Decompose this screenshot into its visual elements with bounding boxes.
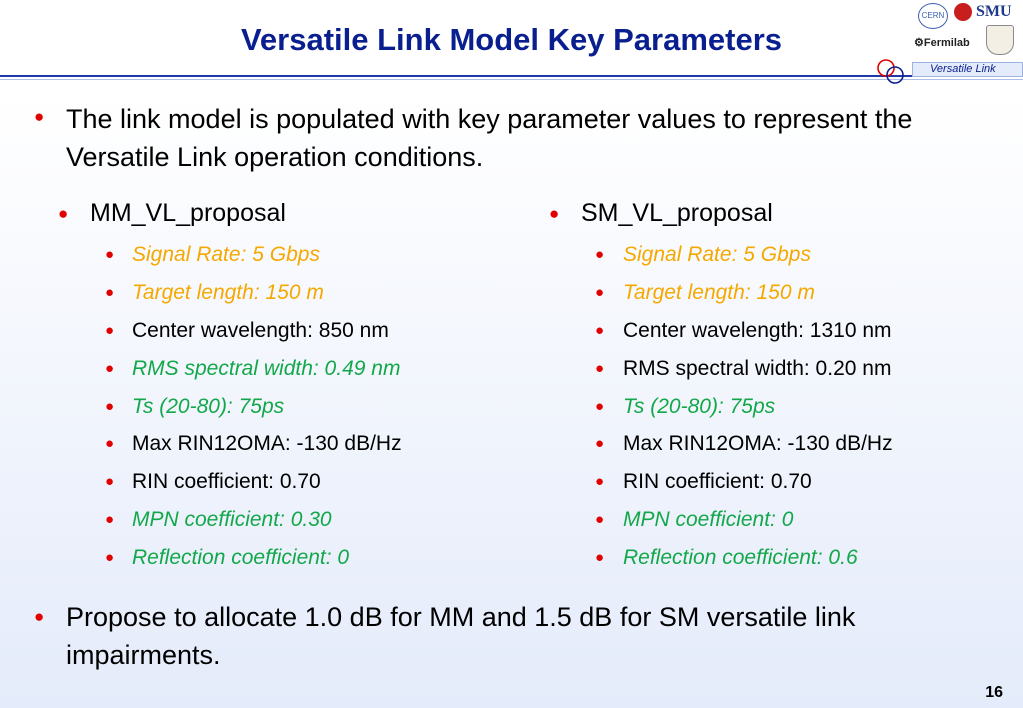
fermilab-logo: ⚙Fermilab [914,36,970,49]
institution-logos: CERN SMU ⚙Fermilab [912,0,1020,56]
list-item: Center wavelength: 850 nm [132,319,389,342]
list-item: Center wavelength: 1310 nm [623,319,892,342]
list-bullet-icon: ● [105,473,115,490]
list-bullet-icon: ● [105,246,115,263]
list-item: Reflection coefficient: 0 [132,546,350,569]
list-bullet-icon: ● [595,322,605,339]
list-bullet-icon: ● [595,246,605,263]
oxford-shield-icon [986,25,1014,55]
list-bullet-icon: ● [595,360,605,377]
list-item: Reflection coefficient: 0.6 [623,546,858,569]
list-bullet-icon: ● [105,360,115,377]
list-item: Ts (20-80): 75ps [132,395,285,418]
list-bullet-icon: ● [595,435,605,452]
smu-seal-icon [954,3,972,21]
intro-bullet-icon: ● [34,107,45,126]
fermilab-logo-text: Fermilab [923,37,970,49]
sm-heading-bullet-icon: ● [549,204,560,223]
list-bullet-icon: ● [595,398,605,415]
list-bullet-icon: ● [595,473,605,490]
list-item: RIN coefficient: 0.70 [623,470,812,493]
fermilab-gear-icon: ⚙ [914,37,924,49]
header-rule [0,75,1023,77]
list-item: Max RIN12OMA: -130 dB/Hz [623,432,893,455]
list-item: Target length: 150 m [132,281,324,304]
list-bullet-icon: ● [105,398,115,415]
slide-title: Versatile Link Model Key Parameters [240,22,783,57]
list-item: Signal Rate: 5 Gbps [132,243,320,266]
closing-bullet-text: Propose to allocate 1.0 dB for MM and 1.… [66,602,856,670]
list-item: MPN coefficient: 0 [623,508,794,531]
list-bullet-icon: ● [105,322,115,339]
smu-logo: SMU [976,3,1012,20]
list-item: Ts (20-80): 75ps [623,395,776,418]
list-bullet-icon: ● [105,284,115,301]
list-bullet-icon: ● [595,284,605,301]
list-item: RMS spectral width: 0.49 nm [132,357,401,380]
mm-heading-bullet-icon: ● [58,204,69,223]
list-item: Max RIN12OMA: -130 dB/Hz [132,432,402,455]
list-bullet-icon: ● [105,511,115,528]
sm-heading: SM_VL_proposal [581,199,773,227]
list-bullet-icon: ● [595,549,605,566]
cern-logo-icon: CERN [918,3,948,29]
mm-heading: MM_VL_proposal [90,199,286,227]
list-item: MPN coefficient: 0.30 [132,508,332,531]
closing-bullet-icon: ● [34,607,45,626]
list-item: RIN coefficient: 0.70 [132,470,321,493]
list-bullet-icon: ● [595,511,605,528]
versatile-link-badge-label: Versatile Link [930,63,996,75]
page-number: 16 [985,684,1003,701]
list-item: Target length: 150 m [623,281,815,304]
list-item: RMS spectral width: 0.20 nm [623,357,892,380]
intro-bullet-text: The link model is populated with key par… [66,104,913,172]
list-item: Signal Rate: 5 Gbps [623,243,811,266]
list-bullet-icon: ● [105,549,115,566]
versatile-link-rings-icon [877,59,904,84]
header-rule-shadow [0,79,1023,80]
list-bullet-icon: ● [105,435,115,452]
